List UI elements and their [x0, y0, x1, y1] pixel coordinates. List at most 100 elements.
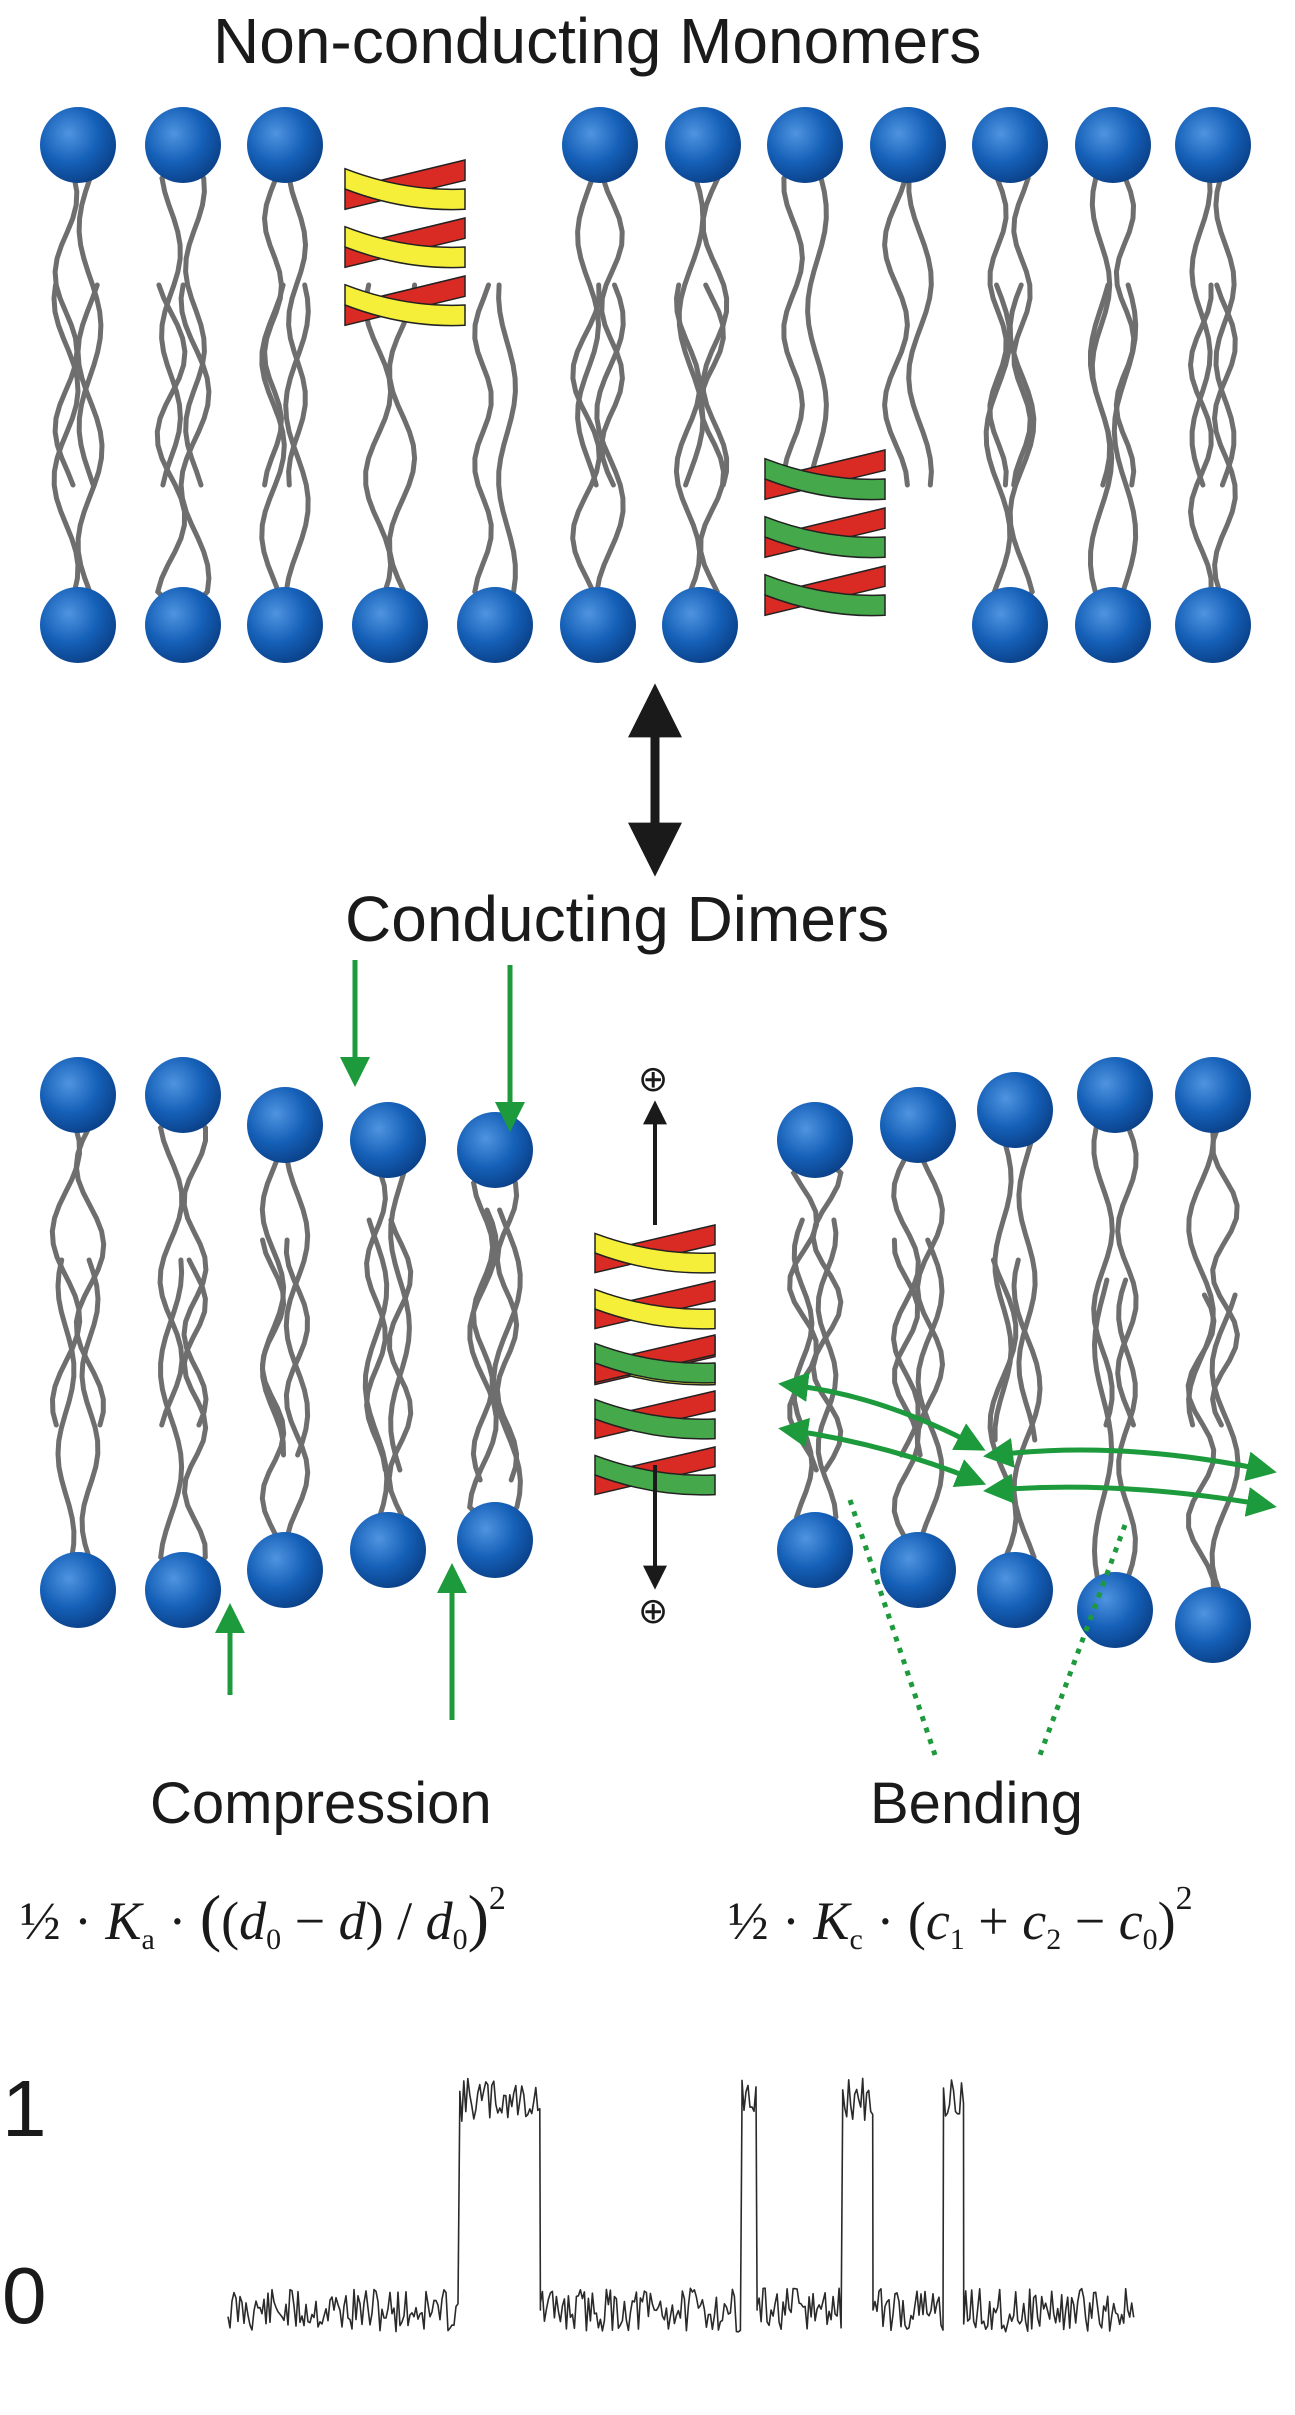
- charge-bottom-symbol: ⊕: [638, 1590, 669, 1631]
- bottom-lower-lipid-6-tail-b: [915, 1237, 945, 1553]
- bottom-lower-lipid-8-head: [1077, 1572, 1153, 1648]
- top-upper-lipid-5-head: [767, 107, 843, 183]
- top-lower-lipid-5-tail-b: [594, 282, 626, 608]
- bottom-upper-lipid-9-tail-a: [1186, 1112, 1216, 1428]
- bottom-lower-lipid-4-tail-b: [491, 1207, 523, 1523]
- top-upper-lipid-2-head: [247, 107, 323, 183]
- top-upper-lipid-6-tail-a: [882, 162, 910, 488]
- bottom-upper-lipid-3-tail-b: [388, 1157, 412, 1473]
- monomer-helix-bottom: [764, 449, 886, 617]
- bottom-upper-lipid-3-head: [350, 1102, 426, 1178]
- bottom-upper-lipid-4-tail-a: [470, 1167, 496, 1483]
- bending-arrow-3: [983, 1437, 1277, 1482]
- bottom-upper-lipid-8-head: [1077, 1057, 1153, 1133]
- bottom-lower-lipid-2-tail-b: [283, 1237, 311, 1553]
- current-trace: [227, 2077, 1135, 2333]
- peptide-helices: [344, 159, 886, 1496]
- bottom-lower-lipid-5-tail-b: [815, 1217, 839, 1533]
- top-lower-lipid-3-tail-a: [363, 282, 394, 608]
- top-upper-lipid-3-head: [562, 107, 638, 183]
- bottom-upper-lipid-2-tail-a: [259, 1142, 287, 1458]
- top-lower-lipid-5-tail-a: [570, 282, 602, 608]
- bottom-lower-lipid-9-head: [1175, 1587, 1251, 1663]
- top-upper-lipid-1-tail-b: [183, 162, 207, 488]
- top-upper-lipid-1-head: [145, 107, 221, 183]
- bending-arrow-2: [778, 1417, 987, 1488]
- top-lower-lipid-6-head: [662, 587, 738, 663]
- bottom-upper-lipid-1-tail-b: [181, 1112, 209, 1428]
- bottom-lower-lipid-7-tail-a: [987, 1257, 1019, 1573]
- top-lower-lipid-8-tail-b: [1111, 282, 1139, 608]
- bending-arrows: [778, 1372, 1277, 1756]
- top-upper-lipid-0-tail-b: [76, 162, 104, 488]
- bottom-lower-lipid-7-head: [977, 1552, 1053, 1628]
- compression-energy-equation: ½ · Ka · ((d0 − d) / d0)2: [20, 1880, 506, 1956]
- bottom-lower-lipid-7-tail-b: [1011, 1257, 1043, 1573]
- bottom-upper-lipid-9-head: [1175, 1057, 1251, 1133]
- top-upper-lipid-0-head: [40, 107, 116, 183]
- top-upper-lipid-9-tail-b: [1213, 162, 1237, 488]
- top-lower-lipid-3-head: [352, 587, 428, 663]
- bottom-lower-lipid-8-tail-b: [1116, 1277, 1138, 1593]
- top-lower-lipid-7-head: [972, 587, 1048, 663]
- top-lower-lipid-7-tail-b: [1007, 282, 1037, 608]
- top-upper-lipid-3-tail-b: [599, 162, 625, 488]
- top-lower-lipid-4-tail-b: [496, 282, 518, 608]
- bending-energy-equation: ½ · Kc · (c1 + c2 − c0)2: [728, 1880, 1193, 1956]
- top-lower-lipid-9-tail-b: [1211, 282, 1238, 608]
- bottom-upper-lipid-4-head: [457, 1112, 533, 1188]
- bottom-upper-lipid-2-head: [247, 1087, 323, 1163]
- top-lower-lipid-2-head: [247, 587, 323, 663]
- top-upper-lipid-7-head: [972, 107, 1048, 183]
- top-lower-lipid-0-head: [40, 587, 116, 663]
- bending-label: Bending: [870, 1771, 1083, 1836]
- bottom-upper-lipid-7-head: [977, 1072, 1053, 1148]
- top-upper-lipid-9-head: [1175, 107, 1251, 183]
- top-upper-lipid-7-tail-b: [1011, 162, 1033, 488]
- top-lower-lipid-1-tail-a: [154, 282, 188, 608]
- top-upper-lipid-8-tail-b: [1113, 162, 1137, 488]
- top-upper-lipid-6-head: [870, 107, 946, 183]
- bottom-lower-lipid-3-head: [350, 1512, 426, 1588]
- top-lower-lipid-4-tail-a: [472, 282, 494, 608]
- top-lower-lipid-4-head: [457, 587, 533, 663]
- top-lower-lipid-8-head: [1075, 587, 1151, 663]
- top-upper-lipid-8-head: [1075, 107, 1151, 183]
- top-upper-lipid-5-tail-a: [781, 162, 805, 488]
- bottom-lower-lipid-8-tail-a: [1091, 1277, 1115, 1593]
- top-lower-lipid-6-tail-b: [697, 282, 727, 608]
- bottom-lower-lipid-1-head: [145, 1552, 221, 1628]
- lipid-tails: [49, 162, 1241, 1608]
- bottom-lower-lipid-2-tail-a: [259, 1237, 287, 1553]
- top-title: Non-conducting Monomers: [213, 5, 982, 77]
- top-upper-lipid-4-head: [665, 107, 741, 183]
- bending-arrow-4: [983, 1473, 1277, 1517]
- top-upper-lipid-6-tail-b: [906, 162, 934, 488]
- trace-level-0-label: 0: [2, 2251, 47, 2340]
- bottom-lower-lipid-4-tail-a: [467, 1207, 499, 1523]
- top-lower-lipid-0-tail-b: [75, 282, 105, 608]
- bottom-lower-lipid-3-tail-b: [386, 1217, 414, 1533]
- top-lower-lipid-5-head: [560, 587, 636, 663]
- top-lower-lipid-2-tail-a: [259, 282, 287, 608]
- top-lower-lipid-1-head: [145, 587, 221, 663]
- bottom-lower-lipid-4-head: [457, 1502, 533, 1578]
- bottom-upper-lipid-9-tail-b: [1210, 1112, 1240, 1428]
- current-trace-line: [227, 2077, 1135, 2333]
- trace-level-1-label: 1: [2, 2064, 47, 2153]
- top-upper-lipid-0-tail-a: [52, 162, 80, 488]
- top-lower-lipid-9-head: [1175, 587, 1251, 663]
- bending-pointer-1: [847, 1499, 938, 1756]
- bottom-lower-lipid-0-tail-b: [79, 1257, 101, 1573]
- top-lower-lipid-1-tail-b: [178, 282, 212, 608]
- top-lower-lipid-3-tail-b: [387, 282, 418, 608]
- bottom-upper-lipid-0-head: [40, 1057, 116, 1133]
- dimer-helix-upper: [594, 1224, 716, 1386]
- top-upper-lipid-2-tail-b: [286, 162, 309, 488]
- bottom-upper-lipid-5-head: [777, 1102, 853, 1178]
- bottom-upper-lipid-7-tail-a: [992, 1127, 1014, 1443]
- bottom-lower-lipid-1-tail-b: [181, 1257, 209, 1573]
- bottom-upper-lipid-2-tail-b: [283, 1142, 311, 1458]
